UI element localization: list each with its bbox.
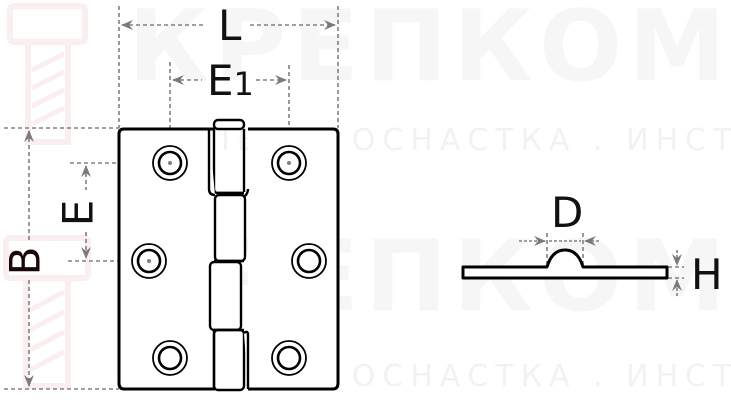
dimension-label-H: H: [691, 250, 723, 299]
hole-middle-right: [291, 243, 327, 279]
dimension-label-E: E: [53, 199, 103, 227]
dimension-label-D: D: [551, 188, 584, 237]
dimension-label-B: B: [0, 246, 50, 276]
mounting-holes: [131, 145, 327, 376]
dimension-label-E1-main: E: [207, 56, 234, 105]
hole-bottom-left: [152, 340, 188, 376]
watermark-brand-top: КРЕПКОМ: [128, 0, 731, 104]
hinge-knuckles: [207, 118, 250, 392]
hole-top-right: [271, 145, 307, 181]
dimension-label-E1: E1: [207, 60, 254, 102]
hole-bottom-right: [271, 340, 307, 376]
hinge-side-view: [461, 248, 669, 280]
hole-middle-left: [131, 243, 167, 279]
hole-top-left: [152, 145, 188, 181]
dimension-label-E1-sub: 1: [233, 65, 254, 103]
dimension-label-L: L: [218, 1, 242, 50]
watermark-tagline-top: КРЕПЕЖ . ОСНАСТКА . ИНСТРУМЕНТ: [128, 123, 731, 158]
